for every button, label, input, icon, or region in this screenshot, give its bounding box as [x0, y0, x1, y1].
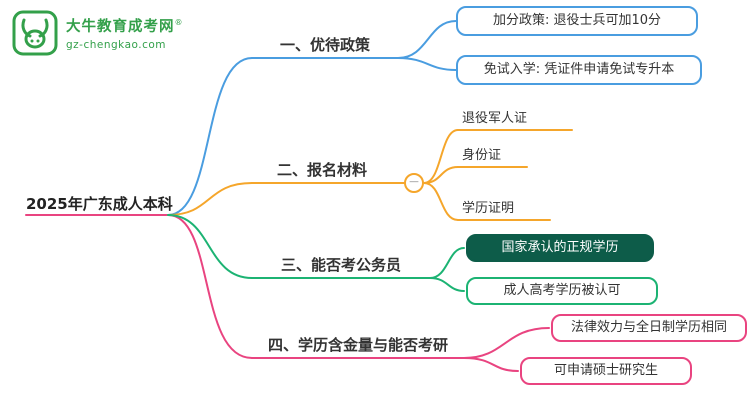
node-veteran-certificate[interactable]: 退役军人证	[462, 111, 528, 126]
node-state-recognized-degree[interactable]: 国家承认的正规学历	[466, 234, 654, 262]
branch-degree-value-postgraduate[interactable]: 四、学历含金量与能否考研	[267, 336, 448, 354]
logo-registered-mark: ®	[174, 18, 184, 28]
branch-preferential-policy[interactable]: 一、优待政策	[279, 36, 370, 54]
logo-bull-icon	[12, 10, 58, 56]
logo-name-text: 大牛教育成考网	[66, 19, 175, 35]
node-education-certificate[interactable]: 学历证明	[462, 201, 515, 216]
logo-text: 大牛教育成考网® gz-chengkao.com	[66, 15, 184, 51]
logo-name: 大牛教育成考网®	[66, 15, 184, 36]
node-bonus-policy[interactable]: 加分政策: 退役士兵可加10分	[456, 6, 698, 36]
logo-domain: gz-chengkao.com	[66, 39, 167, 51]
root-node[interactable]: 2025年广东成人本科	[26, 195, 173, 213]
collapse-button[interactable]: −	[404, 173, 424, 193]
node-id-card[interactable]: 身份证	[462, 148, 502, 163]
node-exam-free-admission[interactable]: 免试入学: 凭证件申请免试专升本	[456, 55, 702, 85]
branch-application-materials[interactable]: 二、报名材料	[276, 161, 367, 179]
branch-civil-service-eligibility[interactable]: 三、能否考公务员	[280, 256, 401, 274]
node-legal-effect-equal[interactable]: 法律效力与全日制学历相同	[551, 314, 747, 342]
node-master-application[interactable]: 可申请硕士研究生	[520, 357, 692, 385]
logo: 大牛教育成考网® gz-chengkao.com	[12, 10, 184, 56]
node-adult-gaokao-recognized[interactable]: 成人高考学历被认可	[466, 277, 658, 305]
